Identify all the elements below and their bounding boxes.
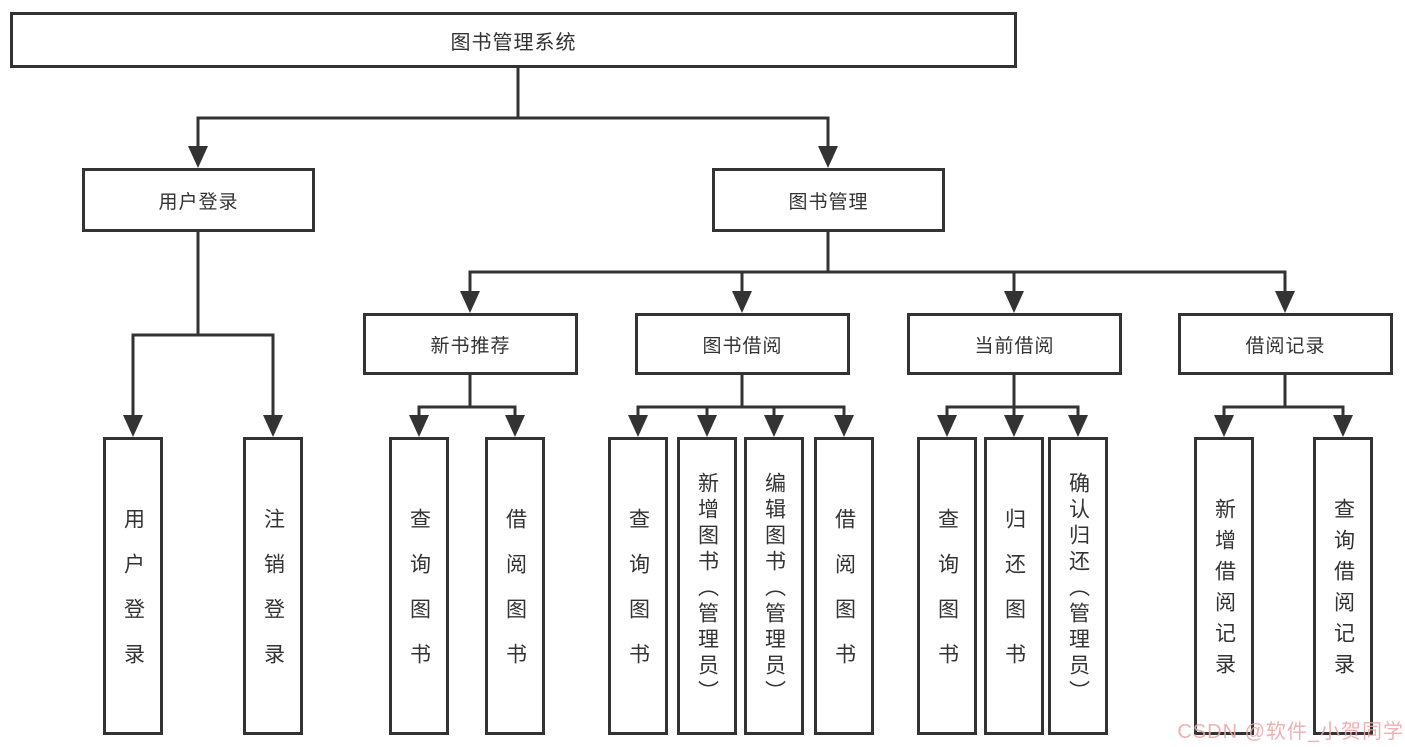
node-user-login: 用户登录 xyxy=(82,168,315,232)
leaf-records-query-record-label: 查询借阅记录 xyxy=(1331,498,1355,684)
node-current-borrowing-label: 当前借阅 xyxy=(974,335,1055,357)
node-new-book-recommend: 新书推荐 xyxy=(363,313,578,375)
leaf-borrow-edit-books-admin: 编辑图书（管理员） xyxy=(744,437,804,735)
leaf-borrow-add-books-admin-label: 新增图书（管理员） xyxy=(695,471,719,706)
leaf-logout-label: 注销登录 xyxy=(261,508,285,688)
node-new-book-recommend-label: 新书推荐 xyxy=(430,335,511,357)
leaf-borrow-add-books-admin: 新增图书（管理员） xyxy=(677,437,737,735)
leaf-borrow-borrow-books: 借阅图书 xyxy=(814,437,874,735)
leaf-current-confirm-return-admin-label: 确认归还（管理员） xyxy=(1066,471,1090,706)
leaf-current-query-books-label: 查询图书 xyxy=(935,508,959,688)
node-current-borrowing: 当前借阅 xyxy=(907,313,1122,375)
leaf-current-query-books: 查询图书 xyxy=(917,437,977,735)
leaf-recommend-query-books: 查询图书 xyxy=(389,437,449,735)
leaf-borrow-query-books-label: 查询图书 xyxy=(626,508,650,688)
node-root: 图书管理系统 xyxy=(10,12,1017,68)
node-book-management: 图书管理 xyxy=(712,168,945,232)
leaf-records-add-record-label: 新增借阅记录 xyxy=(1212,498,1236,684)
leaf-current-return-books-label: 归还图书 xyxy=(1002,508,1026,688)
leaf-records-add-record: 新增借阅记录 xyxy=(1194,437,1254,735)
leaf-recommend-query-books-label: 查询图书 xyxy=(407,508,431,688)
node-book-management-label: 图书管理 xyxy=(788,191,869,213)
leaf-borrow-query-books: 查询图书 xyxy=(608,437,668,735)
node-borrowing-records-label: 借阅记录 xyxy=(1245,335,1326,357)
node-book-borrowing: 图书借阅 xyxy=(635,313,850,375)
leaf-current-return-books: 归还图书 xyxy=(984,437,1044,735)
node-borrowing-records: 借阅记录 xyxy=(1178,313,1393,375)
leaf-borrow-borrow-books-label: 借阅图书 xyxy=(832,508,856,688)
node-book-borrowing-label: 图书借阅 xyxy=(702,335,783,357)
leaf-user-login: 用户登录 xyxy=(103,437,163,735)
leaf-recommend-borrow-books-label: 借阅图书 xyxy=(503,508,527,688)
leaf-logout: 注销登录 xyxy=(243,437,303,735)
leaf-records-query-record: 查询借阅记录 xyxy=(1313,437,1373,735)
watermark: CSDN @软件_小贺同学 xyxy=(1177,721,1404,743)
leaf-borrow-edit-books-admin-label: 编辑图书（管理员） xyxy=(762,471,786,706)
leaf-current-confirm-return-admin: 确认归还（管理员） xyxy=(1048,437,1108,735)
node-user-login-label: 用户登录 xyxy=(158,191,239,213)
leaf-recommend-borrow-books: 借阅图书 xyxy=(485,437,545,735)
leaf-user-login-label: 用户登录 xyxy=(121,508,145,688)
node-root-label: 图书管理系统 xyxy=(450,31,577,54)
